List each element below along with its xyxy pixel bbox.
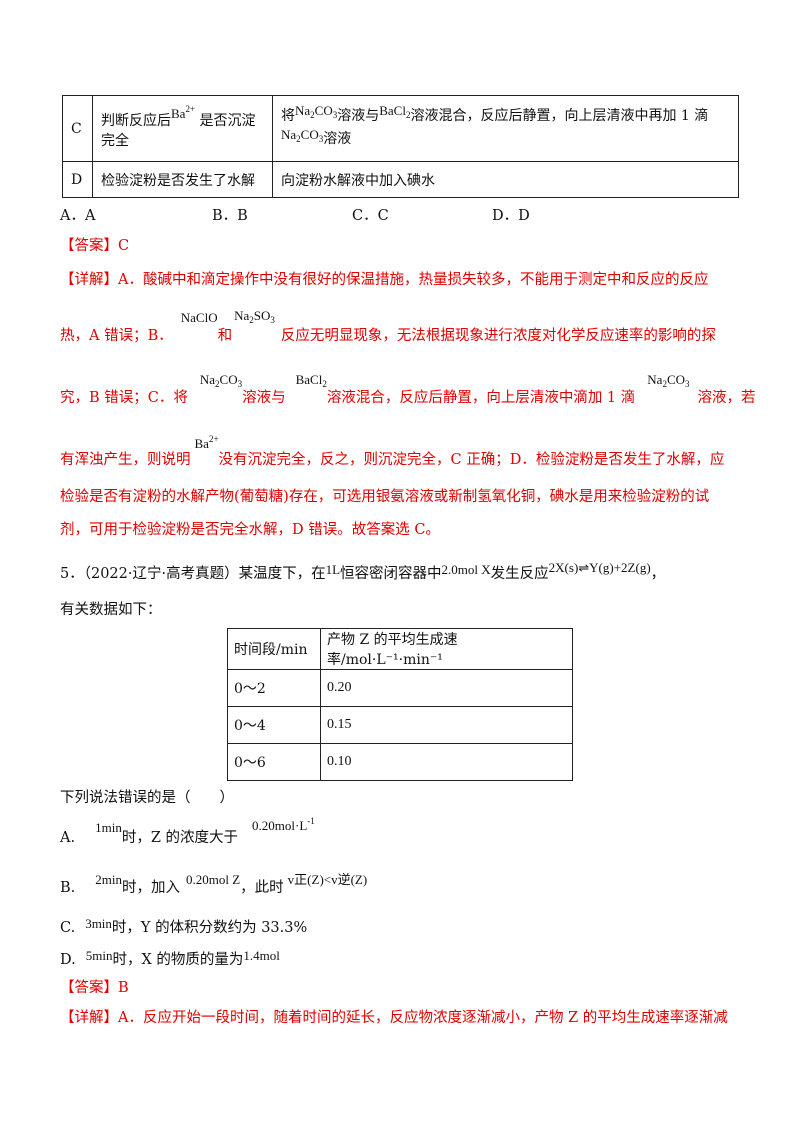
formula-ba2plus: Ba2+ (194, 434, 219, 451)
q4-detail-line-4: 有浑浊产生，则说明Ba2+没有沉淀完全，反之，则沉淀完全，C 正确；D．检验淀粉… (60, 434, 725, 468)
q4-option-d: D．D (492, 208, 530, 224)
q4-option-c: C．C (352, 208, 389, 224)
table-row: D 检验淀粉是否发生了水解 向淀粉水解液中加入碘水 (62, 161, 739, 198)
formula-naclo: NaClO (180, 310, 218, 325)
q5-option-c: C.3min时，Y 的体积分数约为 33.3% (60, 916, 308, 936)
q4-detail-line-5: 检验是否有淀粉的水解产物(葡萄糖)存在，可选用银氨溶液或新制氢氧化铜，碘水是用来… (60, 489, 710, 505)
row-operation: 将Na2CO3溶液与BaCl2溶液混合，反应后静置，向上层清液中再加 1 滴 N… (272, 95, 739, 162)
reaction-equation: 2X(s)⇌Y(g)+2Z(g) (548, 560, 651, 575)
q5-detail-line-1: 【详解】A．反应开始一段时间，随着时间的延长，反应物浓度逐渐减小，产物 Z 的平… (60, 1010, 728, 1026)
table-row: C 判断反应后Ba2+ 是否沉淀 完全 将Na2CO3溶液与BaCl2溶液混合，… (62, 95, 739, 162)
row-purpose: 检验淀粉是否发生了水解 (92, 161, 273, 198)
q5-stem-line-2: 有关数据如下： (60, 602, 162, 618)
q4-detail-line-2: 热，A 错误；B．NaClO和Na2SO3反应无明显现象，无法根据现象进行浓度对… (60, 308, 716, 344)
row-letter: D (62, 161, 93, 198)
q4-option-a: A．A (60, 208, 96, 224)
q5-question: 下列说法错误的是（ ） (60, 790, 234, 806)
formula-na2so3: Na2SO3 (234, 308, 275, 325)
row-letter: C (62, 95, 93, 162)
q4-detail-line-1: 【详解】A．酸碱中和滴定操作中没有很好的保温措施，热量损失较多，不能用于测定中和… (60, 272, 709, 288)
header-time: 时间段/min (227, 628, 321, 670)
table-row: 0～4 0.15 (227, 706, 573, 744)
header-rate: 产物 Z 的平均生成速率/mol·L⁻¹·min⁻¹ (320, 628, 573, 670)
table-row: 0～2 0.20 (227, 669, 573, 707)
q5-option-d: D.5min时，X 的物质的量为1.4mol (60, 948, 280, 968)
row-operation: 向淀粉水解液中加入碘水 (272, 161, 739, 198)
q5-stem: 5．（2022·辽宁·高考真题）某温度下，在1L恒容密闭容器中2.0mol X发… (60, 560, 666, 582)
q5-answer: 【答案】B (60, 980, 129, 996)
formula-bacl2: BaCl2 (295, 372, 327, 389)
row-purpose: 判断反应后Ba2+ 是否沉淀 完全 (92, 95, 273, 162)
rate-table: 时间段/min 产物 Z 的平均生成速率/mol·L⁻¹·min⁻¹ 0～2 0… (227, 628, 573, 781)
formula-na2co3: Na2CO3 (199, 372, 243, 389)
q5-option-b: B.2min时，加入0.20mol Z，此时v正(Z)<v逆(Z) (60, 872, 368, 896)
options-table: C 判断反应后Ba2+ 是否沉淀 完全 将Na2CO3溶液与BaCl2溶液混合，… (62, 95, 739, 198)
q5-option-a: A.1min时，Z 的浓度大于0.20mol·L-1 (60, 816, 315, 846)
formula-na2co3: Na2CO3 (647, 372, 690, 389)
q4-option-b: B．B (212, 208, 248, 224)
q4-answer: 【答案】C (60, 238, 130, 254)
q4-detail-line-6: 剂，可用于检验淀粉是否完全水解，D 错误。故答案选 C。 (60, 522, 440, 538)
table-header-row: 时间段/min 产物 Z 的平均生成速率/mol·L⁻¹·min⁻¹ (227, 628, 573, 670)
table-row: 0～6 0.10 (227, 743, 573, 781)
q4-detail-line-3: 究，B 错误；C．将Na2CO3溶液与BaCl2溶液混合，反应后静置，向上层清液… (60, 372, 756, 406)
